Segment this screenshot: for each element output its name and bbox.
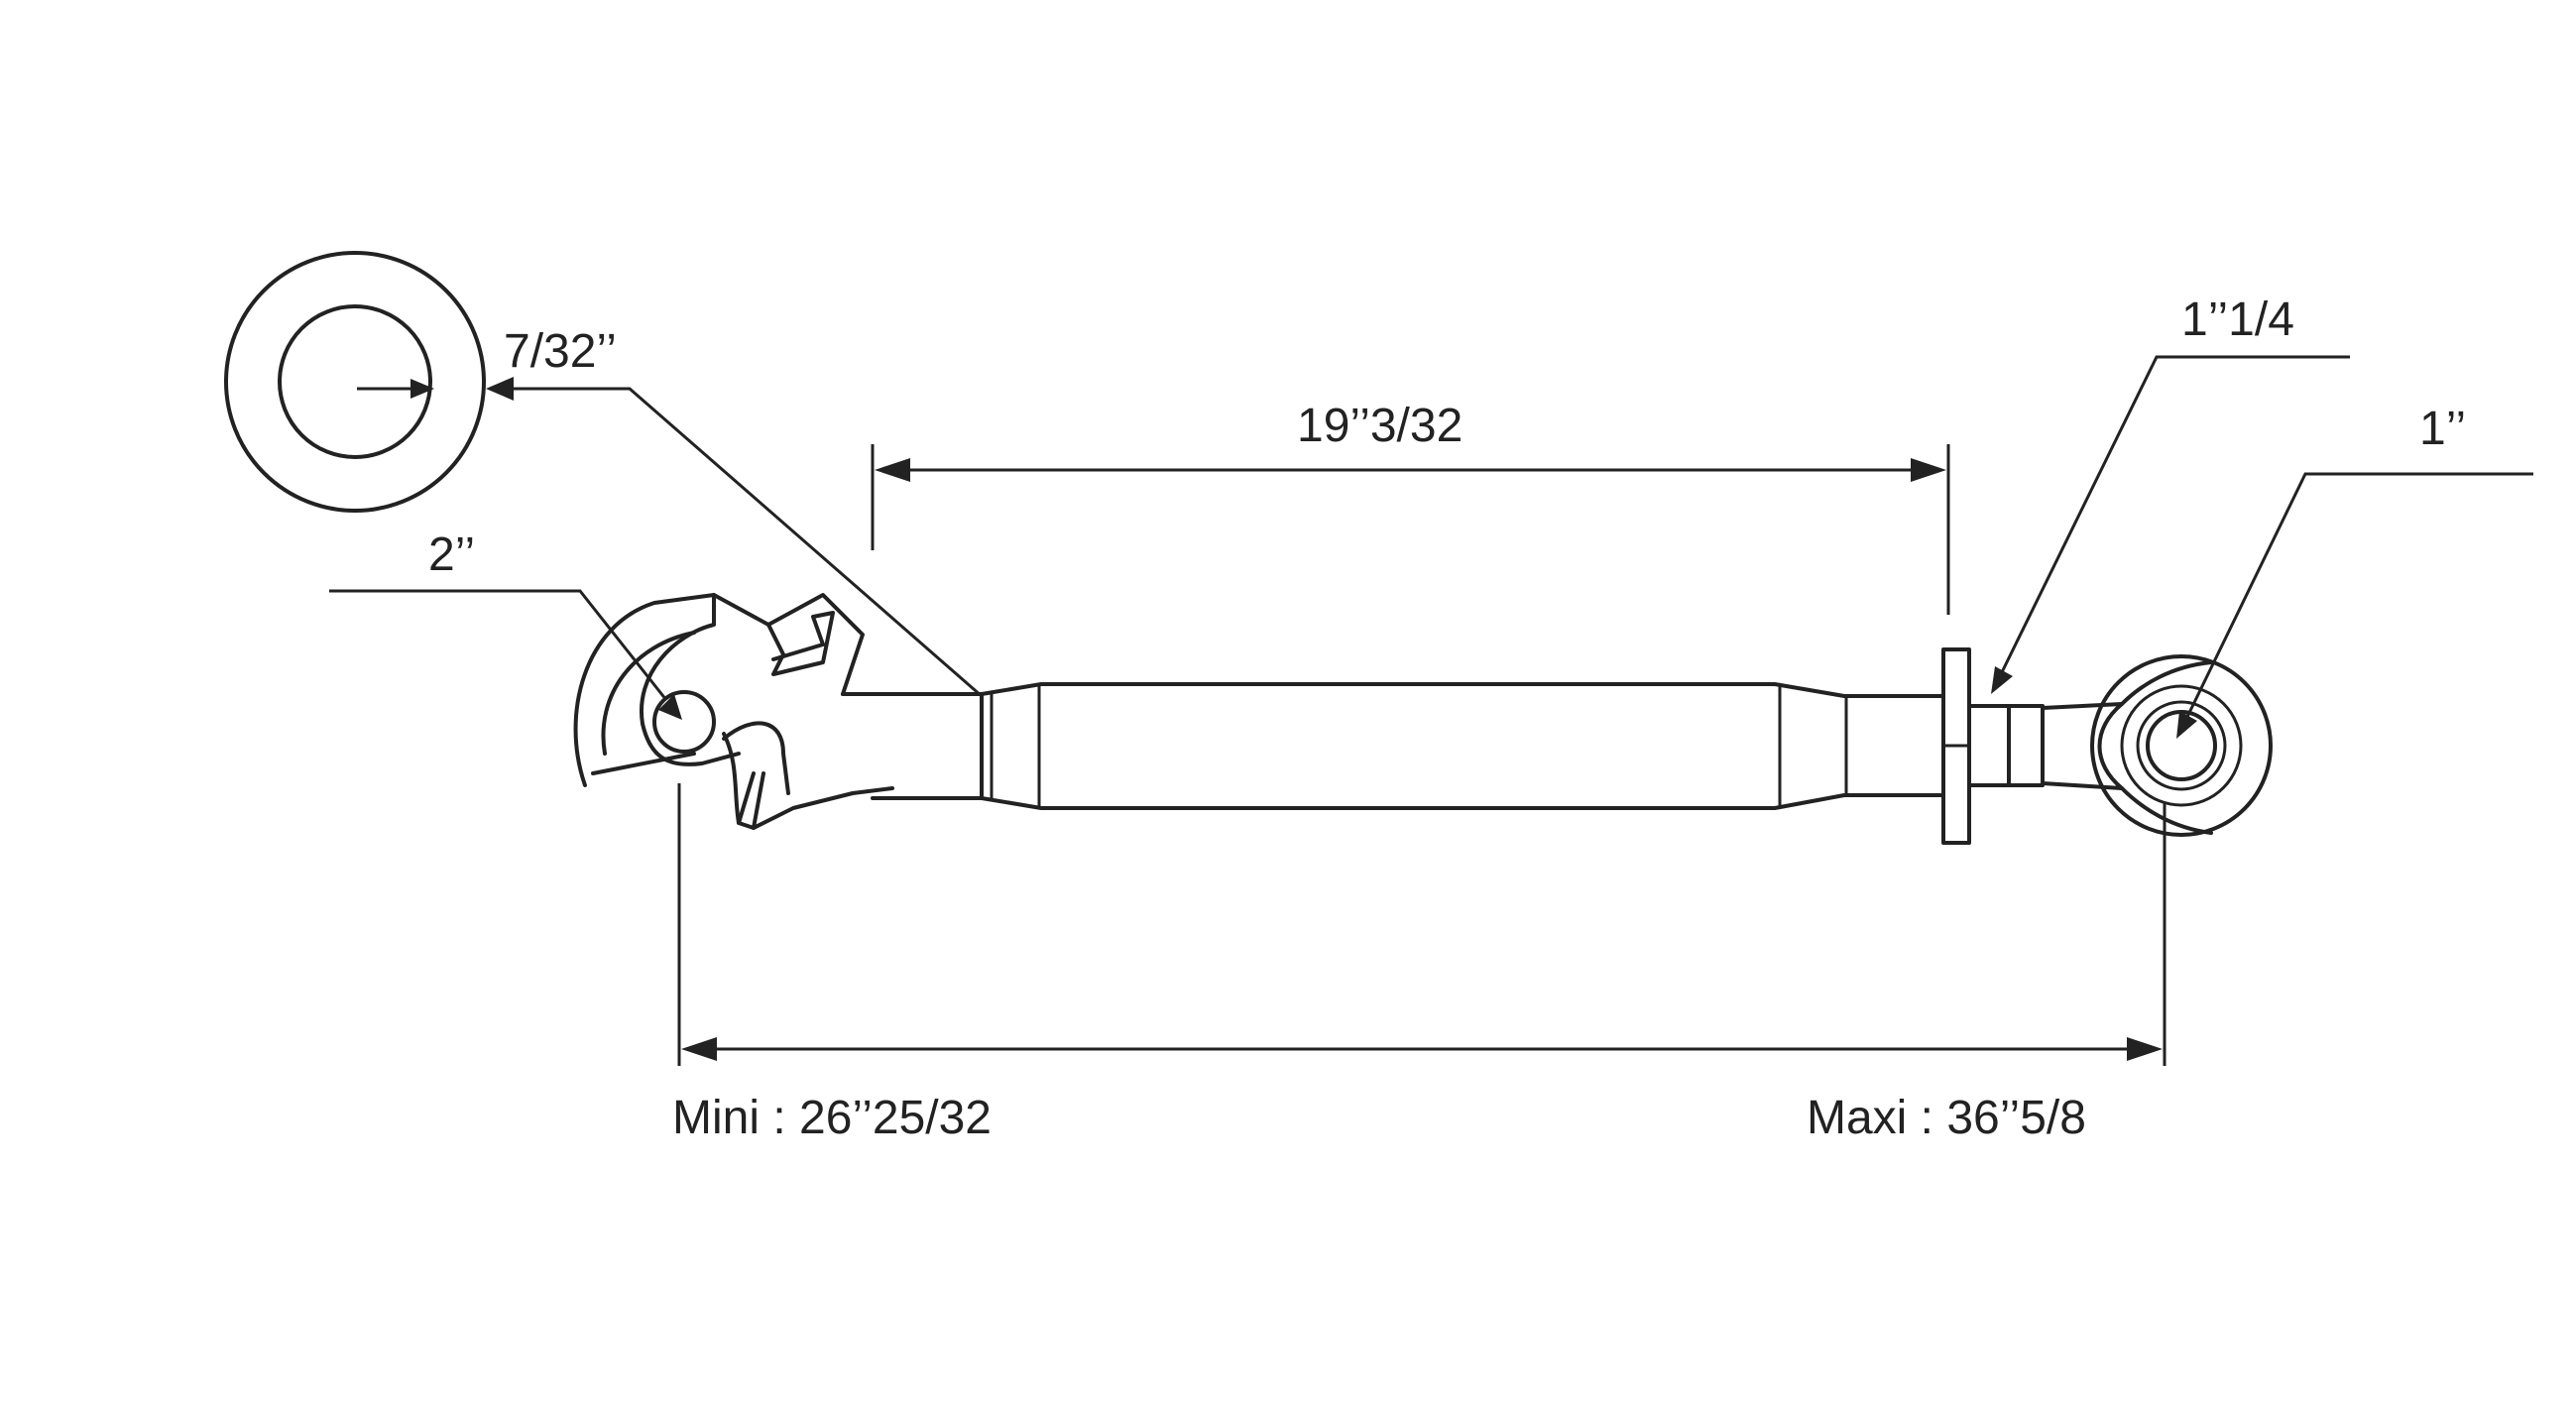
hook-opening-leader [329,589,682,720]
length-max-label: Maxi : 36’’5/8 [1807,1092,2086,1144]
flange [1941,647,2011,845]
ball-eye-end [2007,654,2273,837]
hook-end [573,593,894,830]
tube-length-dimension [871,444,1950,615]
turnbuckle-tube [980,682,1945,810]
pin-hole-leader [486,377,983,698]
flange-leader [1991,355,2350,694]
pin-hole-label: 7/32’’ [504,325,617,378]
left-rod [841,692,984,800]
washer-detail [224,251,486,513]
hook-opening-label: 2’’ [428,528,475,581]
ball-eye-leader [2176,472,2533,739]
tube-length-label: 19’’3/32 [1297,400,1463,452]
length-min-label: Mini : 26’’25/32 [672,1092,992,1144]
overall-length-dimension [677,783,2166,1066]
ball-eye-label: 1’’ [2419,403,2466,455]
flange-label: 1’’1/4 [2181,293,2294,346]
